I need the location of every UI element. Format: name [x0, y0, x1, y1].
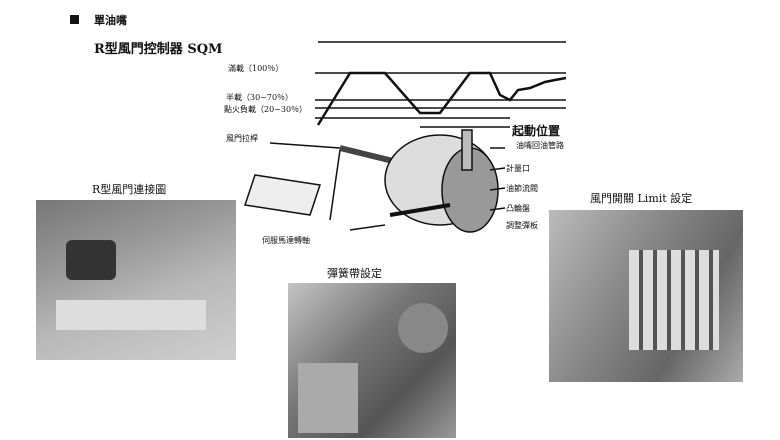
label-adjust-spring: 調整彈板	[506, 221, 538, 230]
label-oil-valve: 油節流閥	[506, 184, 538, 193]
label-start-position: 起動位置	[512, 124, 561, 138]
label-servo-shaft: 伺服馬達轉軸	[262, 236, 310, 245]
label-full-load: 滿載（100％）	[228, 64, 284, 73]
bullet-square-icon	[70, 15, 79, 24]
label-metering-port: 計量口	[506, 164, 530, 173]
photo-limit-setting	[549, 210, 743, 382]
photo-damper-connection	[36, 200, 236, 360]
label-cam-disc: 凸輪盤	[506, 204, 530, 213]
caption-connection: R型風門連接圖	[92, 183, 167, 196]
photo-spring-band-setting	[288, 283, 456, 438]
caption-limit-setting: 風門開關 Limit 設定	[590, 192, 693, 205]
subtitle: R型風門控制器 SQM	[94, 42, 223, 57]
caption-spring-band: 彈簧帶設定	[327, 267, 382, 280]
label-half-load: 半載（30~70％）	[226, 93, 294, 102]
label-ignition-load: 點火負載（20~30％）	[224, 105, 308, 114]
section-title: 單油嘴	[94, 14, 127, 27]
label-nozzle-return: 油嘴回油管路	[516, 141, 564, 150]
label-damper-lever: 風門拉桿	[226, 134, 258, 143]
